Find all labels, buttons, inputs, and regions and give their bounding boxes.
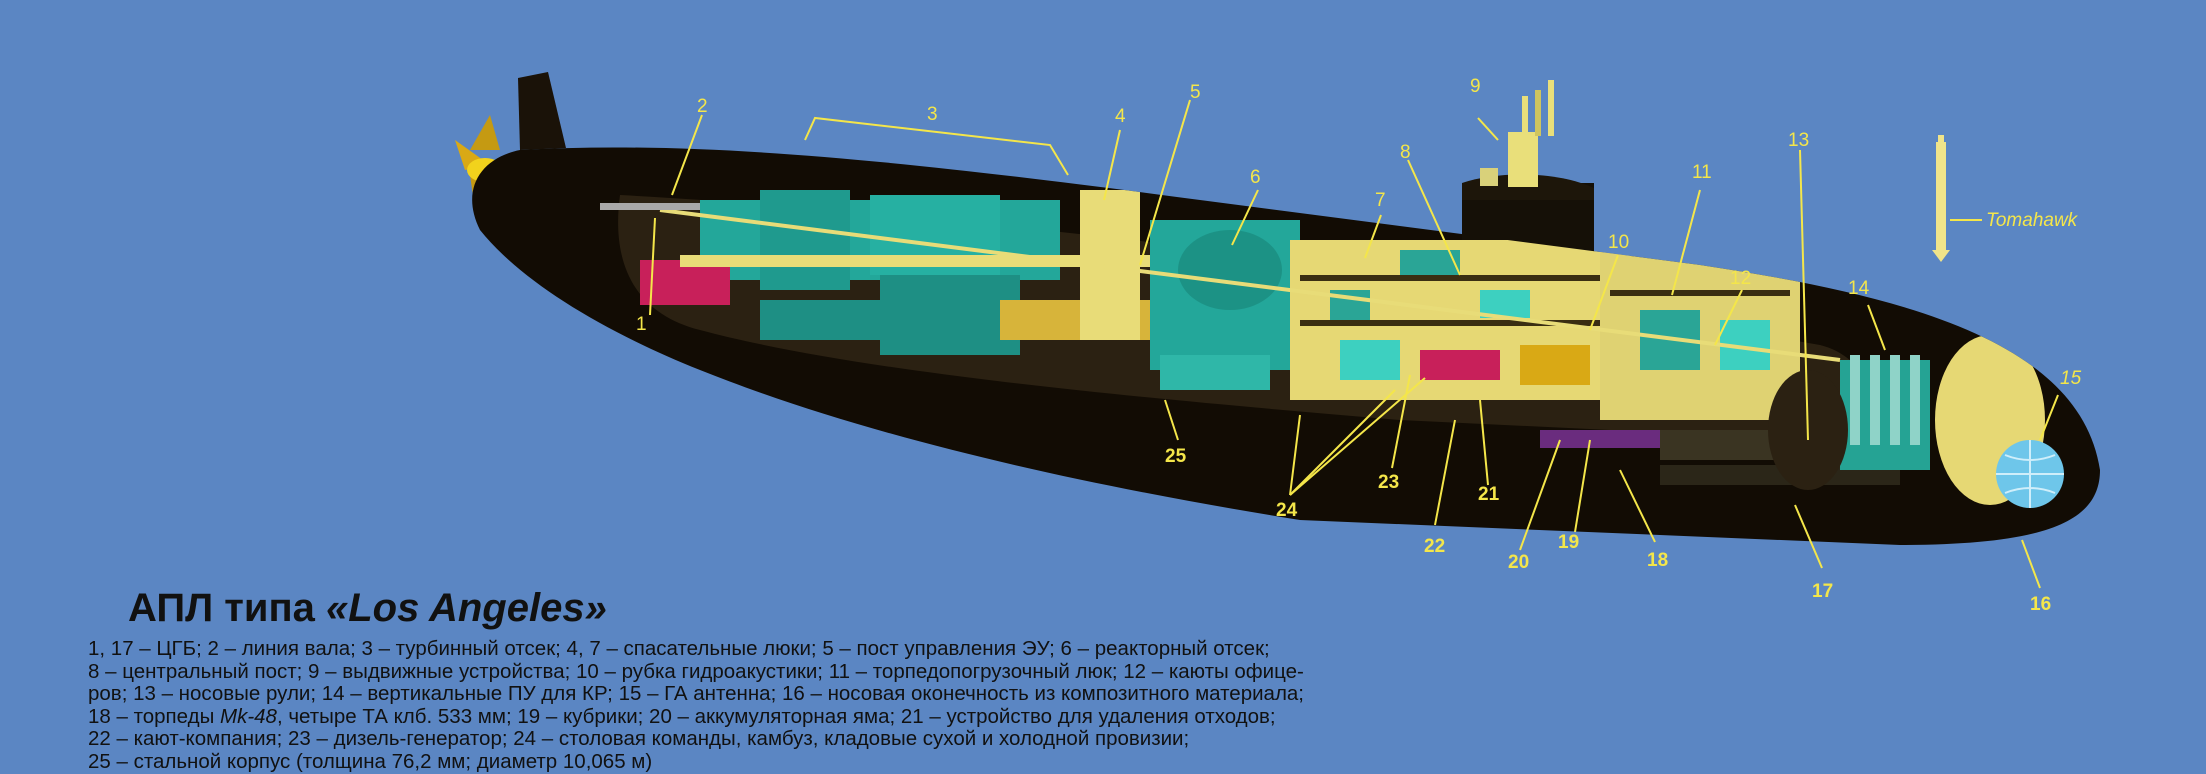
label-11: 11 (1692, 162, 1712, 183)
label-18: 18 (1647, 550, 1668, 571)
label-15: 15 (2060, 368, 2082, 389)
legend-text-italic: Mk-48 (220, 704, 277, 728)
legend-line: ров; 13 – носовые рули; 14 – вертикальны… (88, 682, 1305, 706)
label-1: 1 (636, 314, 647, 335)
legend-line: 18 – торпеды Mk-48, четыре ТА клб. 533 м… (88, 704, 1388, 729)
label-20: 20 (1508, 552, 1529, 573)
legend-text: 18 – торпеды (88, 704, 220, 728)
label-5: 5 (1190, 82, 1201, 103)
label-21: 21 (1478, 484, 1500, 505)
label-12: 12 (1730, 268, 1751, 289)
legend: 1, 17 – ЦГБ; 2 – линия вала; 3 – турбинн… (88, 637, 1388, 774)
label-tomahawk: Tomahawk (1986, 210, 2079, 231)
label-13: 13 (1788, 130, 1809, 151)
title-prefix: АПЛ типа (128, 586, 326, 630)
caption: АПЛ типа «Los Angeles» 1, 17 – ЦГБ; 2 – … (88, 586, 1388, 774)
label-3: 3 (927, 104, 938, 125)
propeller-shaft (600, 203, 700, 210)
label-22: 22 (1424, 536, 1445, 557)
legend-text: , четыре ТА клб. 533 мм; 19 – кубрики; 2… (276, 704, 1276, 728)
title-name: «Los Angeles» (326, 586, 607, 630)
label-7: 7 (1375, 190, 1386, 211)
legend-line: 8 – центральный пост; 9 – выдвижные устр… (88, 659, 1304, 683)
legend-line: 22 – кают-компания; 23 – дизель-генерато… (88, 727, 1190, 751)
leader-lines (649, 99, 2059, 589)
page-title: АПЛ типа «Los Angeles» (128, 586, 1388, 630)
label-8: 8 (1400, 142, 1411, 163)
label-23: 23 (1378, 472, 1399, 493)
legend-line: 25 – стальной корпус (толщина 76,2 мм; д… (88, 749, 653, 773)
tomahawk-missile (1932, 135, 1950, 262)
label-14: 14 (1848, 278, 1870, 299)
label-2: 2 (697, 96, 708, 117)
label-4: 4 (1115, 106, 1126, 127)
label-16: 16 (2030, 594, 2051, 615)
label-9: 9 (1470, 76, 1481, 97)
label-17: 17 (1812, 581, 1833, 602)
legend-line: 1, 17 – ЦГБ; 2 – линия вала; 3 – турбинн… (88, 637, 1270, 660)
label-10: 10 (1608, 232, 1629, 253)
label-6: 6 (1250, 167, 1261, 188)
cutaway-interior (618, 190, 2045, 505)
label-19: 19 (1558, 532, 1579, 553)
label-24: 24 (1276, 500, 1298, 521)
label-25: 25 (1165, 446, 1187, 467)
